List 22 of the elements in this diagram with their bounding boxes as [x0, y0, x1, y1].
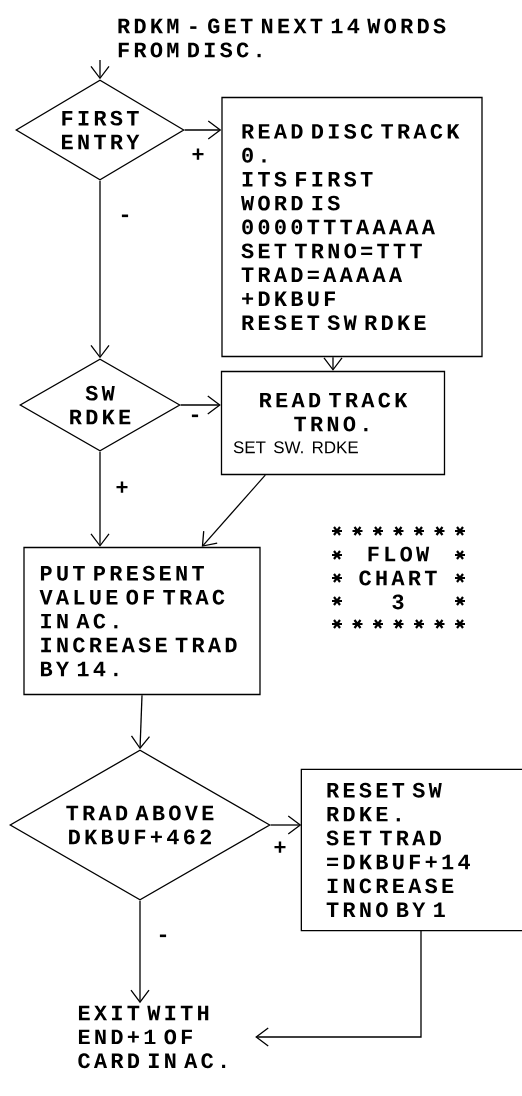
edge-label: -	[155, 933, 171, 943]
arrow	[255, 930, 422, 1047]
arrow	[130, 900, 150, 1004]
chart-number-label: FLOW CHART 3	[359, 546, 437, 610]
heading-text: RDKM - GET NEXT 14 WORDS FROM DISC.	[118, 18, 446, 58]
arrow	[184, 120, 222, 140]
process-box: READ TRACK TRNO. SET SW. RDKE	[220, 370, 446, 476]
process-box: PUT PRESENT VALUE OF TRAC IN AC. INCREASE TRAD BY 14.	[23, 546, 261, 696]
arrow	[270, 815, 302, 835]
process-box: READ DISC TRACK 0. ITS FIRST WORD IS 0000TTTAAAAA SET TRNO=TTT TRAD=AAAAA +DKBUF RESET SW RDKE	[221, 96, 483, 358]
arrow	[90, 180, 110, 359]
arrow	[201, 474, 266, 547]
edge-label: -	[187, 413, 203, 423]
process-box: RESET SW RDKE. SET TRAD =DKBUF+14 INCREASE TRNO BY 1	[300, 768, 522, 932]
edge-label: +	[190, 147, 206, 163]
edge-label: +	[114, 480, 130, 496]
edge-label: +	[272, 840, 288, 856]
arrow	[130, 694, 151, 750]
arrow	[180, 395, 221, 415]
arrow	[90, 451, 110, 547]
edge-label: -	[117, 213, 133, 223]
exit-text: EXIT WITH END+1 OF CARD IN AC.	[78, 1005, 226, 1069]
